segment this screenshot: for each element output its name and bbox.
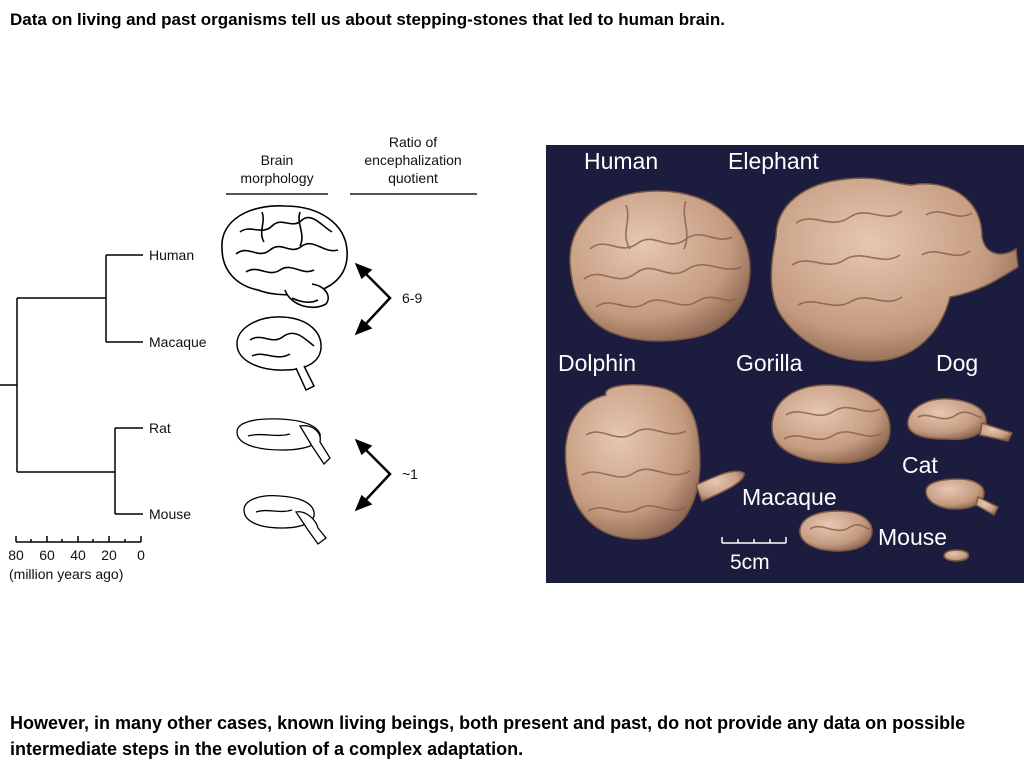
brain-cat — [925, 478, 985, 510]
brain-human — [569, 190, 751, 342]
brain-dolphin — [564, 384, 701, 540]
brain-dog-stem — [979, 422, 1014, 442]
brain-macaque — [799, 510, 873, 552]
axis-tick-0: 0 — [137, 547, 145, 563]
photo-label-gorilla: Gorilla — [736, 350, 803, 376]
axis-label: (million years ago) — [9, 566, 123, 582]
brain-elephant — [770, 177, 1019, 362]
eq-arrow-rodents — [354, 438, 392, 512]
brain-gorilla — [771, 384, 891, 464]
photo-label-cat: Cat — [902, 452, 938, 478]
ratio-label-primates: 6-9 — [402, 290, 422, 306]
photo-label-dog: Dog — [936, 350, 978, 376]
brain-dolphin-stem — [695, 470, 745, 502]
photo-label-macaque: Macaque — [742, 484, 837, 510]
rat-brain-sketch — [236, 418, 331, 466]
header-ratio-2: encephalization — [364, 152, 461, 168]
slide-footer: However, in many other cases, known livi… — [10, 713, 966, 759]
brain-cat-stem — [975, 495, 1000, 517]
tree-branches — [0, 254, 143, 515]
brain-mouse — [943, 549, 970, 562]
scale-label: 5cm — [730, 551, 770, 574]
axis-tick-60: 60 — [39, 547, 55, 563]
header-morphology-1: Brain — [261, 152, 294, 168]
species-label-mouse: Mouse — [149, 506, 191, 522]
photo-label-elephant: Elephant — [728, 148, 819, 174]
header-ratio-1: Ratio of — [389, 134, 437, 150]
slide-title: Data on living and past organisms tell u… — [10, 10, 726, 29]
photo-label-dolphin: Dolphin — [558, 350, 636, 376]
header-morphology-2: morphology — [240, 170, 313, 186]
axis-tick-40: 40 — [70, 547, 86, 563]
brain-comparison-photo: Human Elephant Dolphin Gorilla Dog Cat M… — [546, 145, 1024, 583]
species-label-macaque: Macaque — [149, 334, 207, 350]
ratio-label-rodents: ~1 — [402, 466, 418, 482]
axis-tick-80: 80 — [8, 547, 24, 563]
scale-bar — [721, 537, 787, 544]
phylogeny-diagram: Brain morphology Ratio of encephalizatio… — [0, 134, 477, 582]
human-brain-sketch — [221, 205, 348, 309]
header-ratio-3: quotient — [388, 170, 438, 186]
mouse-brain-sketch — [243, 494, 327, 545]
axis-tick-20: 20 — [101, 547, 117, 563]
species-label-human: Human — [149, 247, 194, 263]
photo-label-human: Human — [584, 148, 658, 174]
species-label-rat: Rat — [149, 420, 171, 436]
macaque-brain-sketch — [236, 316, 322, 392]
time-axis — [15, 536, 142, 543]
photo-label-mouse: Mouse — [878, 524, 947, 550]
eq-arrow-primates — [354, 262, 392, 336]
